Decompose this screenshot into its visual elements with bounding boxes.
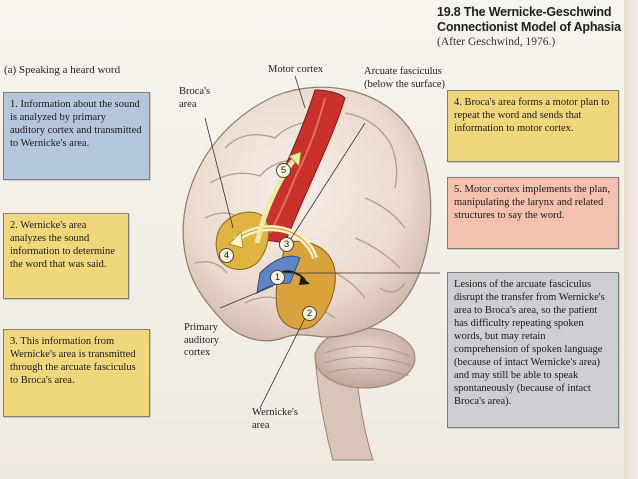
label-arcuate: Arcuate fasciculus (below the surface) xyxy=(364,66,446,90)
callout-step-2: 2. Wernicke's area analyzes the sound in… xyxy=(3,213,129,299)
callout-step-5: 5. Motor cortex implements the plan, man… xyxy=(447,177,619,249)
callout-step-4: 4. Broca's area forms a motor plan to re… xyxy=(447,90,619,162)
marker-4: 4 xyxy=(219,248,234,263)
label-wernickes-area: Wernicke's area xyxy=(252,407,298,431)
callout-step-3: 3. This information from Wernicke's area… xyxy=(3,329,150,417)
label-primary-auditory: Primary auditory cortex xyxy=(184,322,219,358)
figure-header: 19.8 The Wernicke-Geschwind Connectionis… xyxy=(437,5,622,50)
page-edge xyxy=(624,0,638,479)
brain-illustration xyxy=(182,75,440,461)
marker-2: 2 xyxy=(302,306,317,321)
marker-1: 1 xyxy=(270,270,285,285)
marker-3: 3 xyxy=(279,237,294,252)
label-brocas-area: Broca's area xyxy=(179,86,211,110)
figure-citation: (After Geschwind, 1976.) xyxy=(437,36,556,48)
motor-arrow xyxy=(254,156,298,244)
callout-lesion: Lesions of the arcuate fasciculus disrup… xyxy=(447,272,619,428)
leader-lines xyxy=(204,75,440,409)
part-label: (a) Speaking a heard word xyxy=(4,64,121,76)
figure-title: 19.8 The Wernicke-Geschwind Connectionis… xyxy=(437,5,621,34)
callout-step-1: 1. Information about the sound is analyz… xyxy=(3,92,150,180)
marker-5: 5 xyxy=(276,163,291,178)
label-motor-cortex: Motor cortex xyxy=(268,64,324,75)
